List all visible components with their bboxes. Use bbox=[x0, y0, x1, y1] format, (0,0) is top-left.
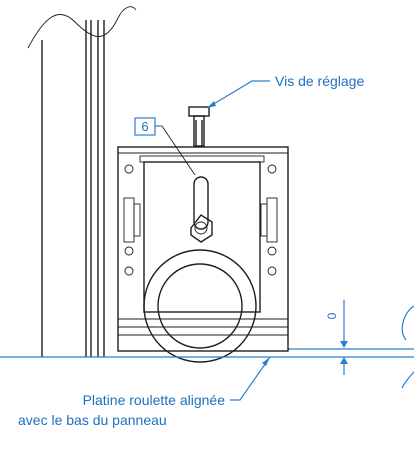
panel-frame bbox=[41, 20, 105, 357]
slider-block bbox=[143, 161, 261, 313]
roller-wheel bbox=[143, 249, 257, 363]
floor-line bbox=[0, 348, 414, 358]
gap-dimension: 0 bbox=[290, 300, 414, 375]
adjust-screw-icon bbox=[188, 106, 210, 147]
right-break-line bbox=[401, 305, 414, 389]
plate-holes bbox=[124, 164, 277, 276]
mounting-plate bbox=[117, 146, 289, 352]
plate-label-line2: avec le bas du panneau bbox=[18, 412, 167, 428]
side-clips bbox=[123, 197, 278, 243]
adjust-screw-callout: Vis de réglage bbox=[206, 73, 364, 109]
gap-value: 0 bbox=[325, 312, 339, 319]
part-number-label: 6 bbox=[141, 119, 148, 134]
adjust-slot bbox=[190, 176, 213, 243]
plate-callout: Platine roulette alignée avec le bas du … bbox=[18, 356, 271, 428]
break-line bbox=[27, 6, 137, 49]
plate-label-line1: Platine roulette alignée bbox=[83, 392, 226, 408]
part-number-callout: 6 bbox=[134, 117, 196, 176]
adjust-screw-label: Vis de réglage bbox=[275, 73, 364, 89]
